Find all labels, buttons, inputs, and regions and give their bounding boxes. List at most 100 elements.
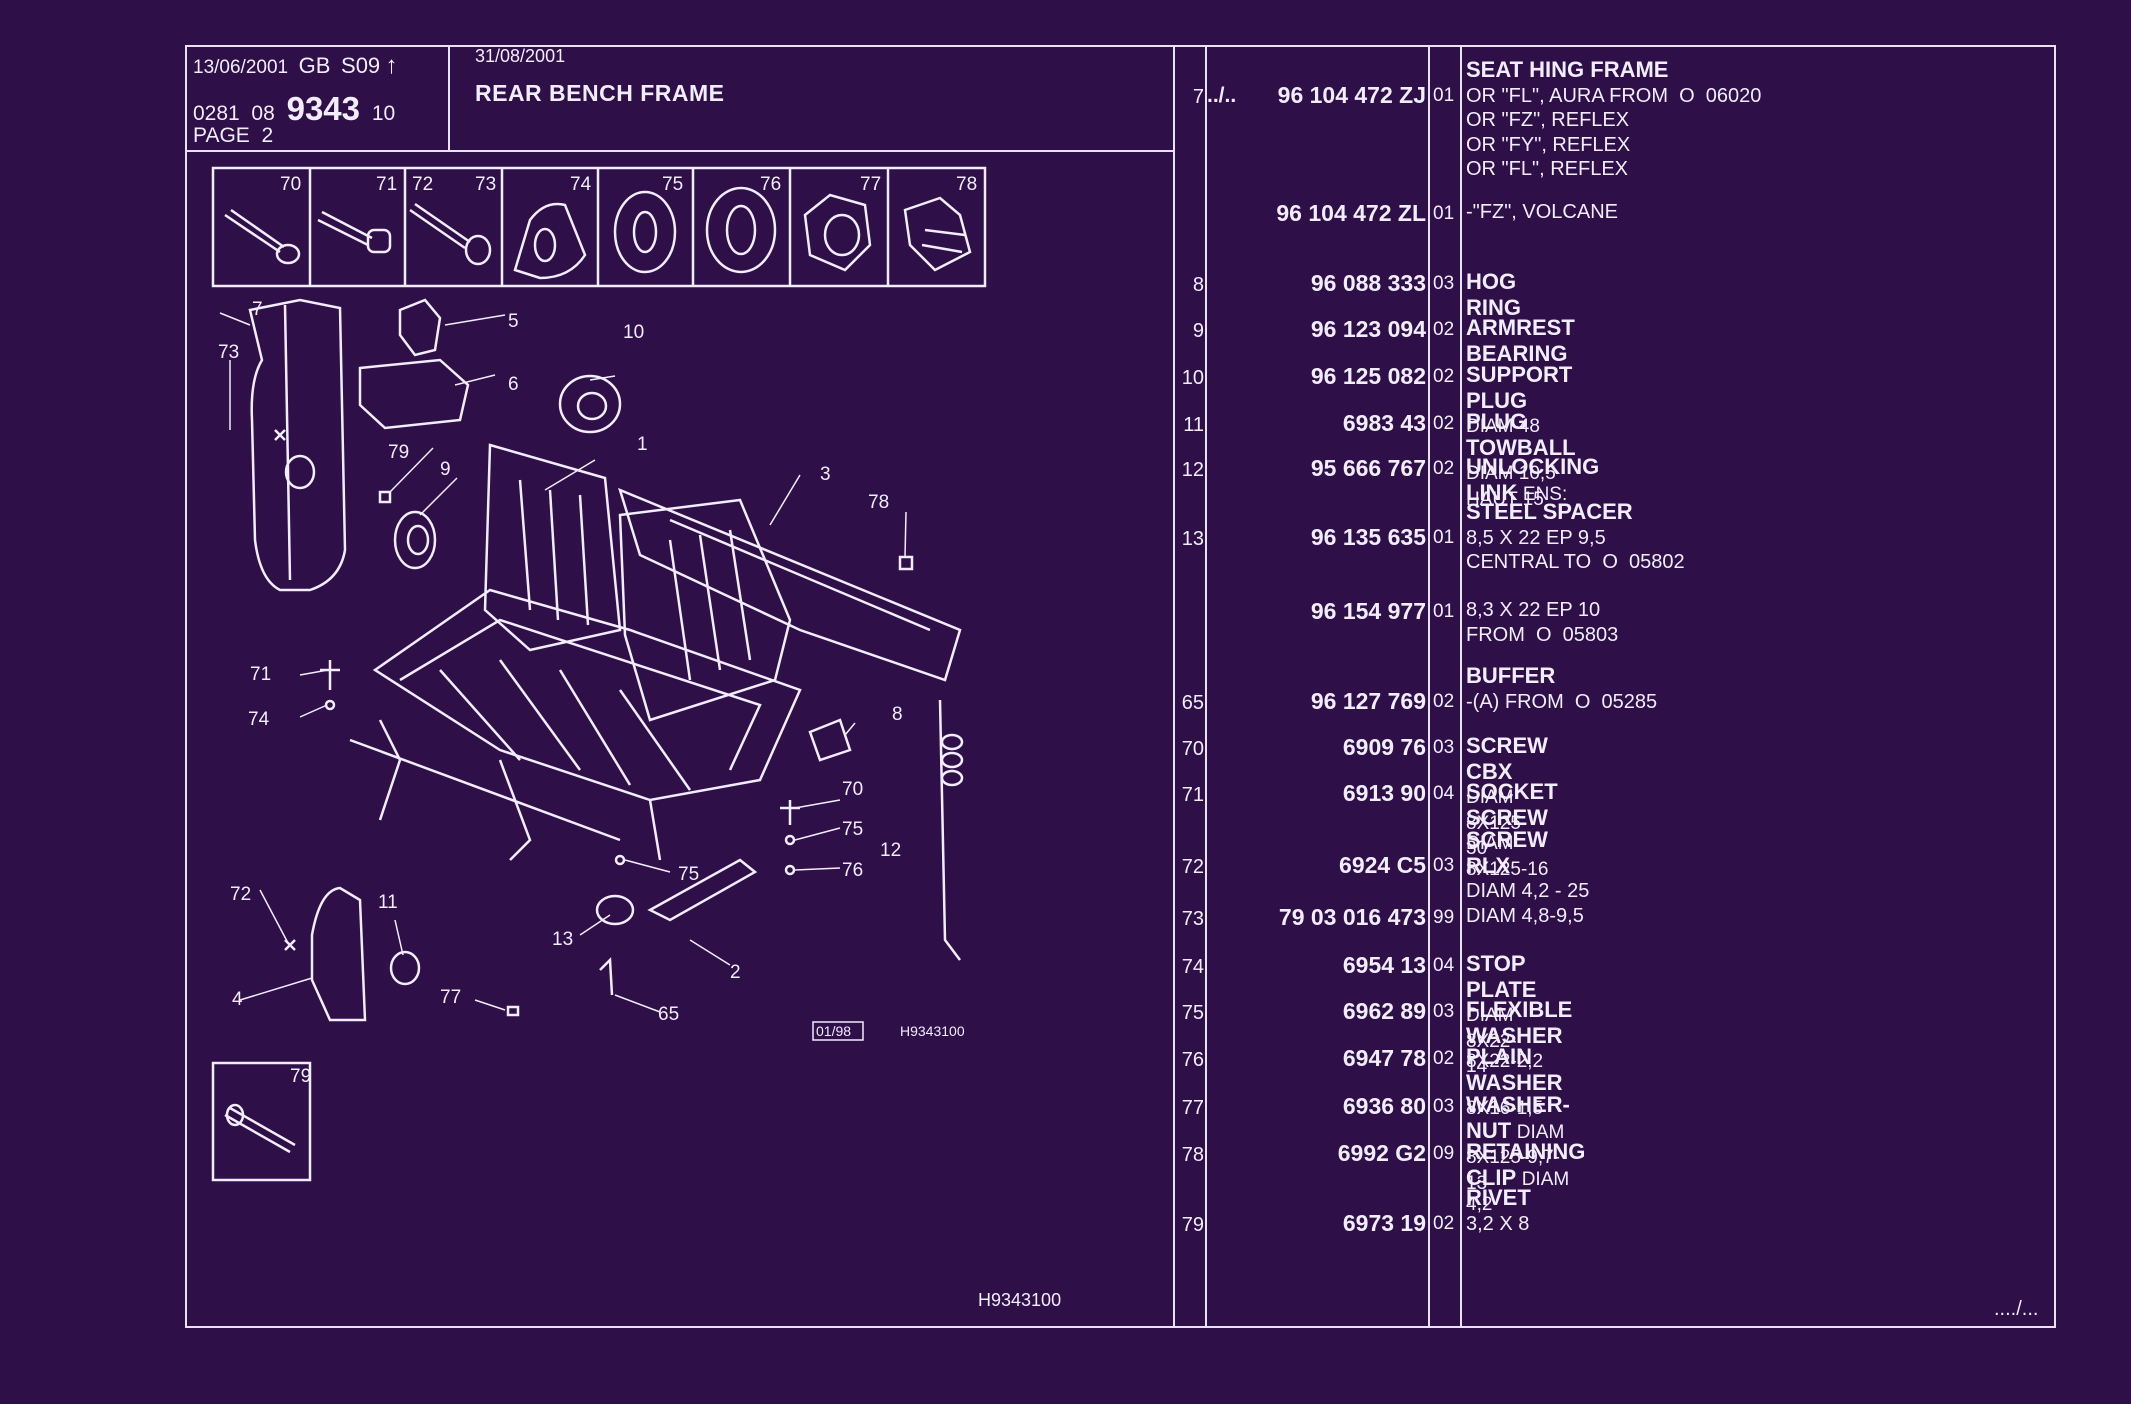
svg-text:65: 65 xyxy=(658,1004,679,1025)
part-name-line: SOCKET SCREW DIAM 8X125-16 xyxy=(1466,779,1558,882)
svg-text:6: 6 xyxy=(508,374,519,395)
clip-5 xyxy=(398,298,442,357)
part-name-line: SCREW RLX xyxy=(1466,827,1589,879)
item-number: 70 xyxy=(1181,738,1204,760)
svg-text:79: 79 xyxy=(290,1066,311,1087)
part-description: UNLOCKING LINK ENS: xyxy=(1466,454,1600,507)
washer-75-icon xyxy=(613,190,677,274)
svg-text:10: 10 xyxy=(623,322,644,343)
svg-text:74: 74 xyxy=(570,174,592,195)
part-detail: CENTRAL TO O 05802 xyxy=(1466,551,1685,573)
svg-text:5: 5 xyxy=(508,311,519,332)
part-description: -"FZ", VOLCANE xyxy=(1466,200,1618,225)
svg-text:75: 75 xyxy=(842,819,863,840)
part-description: PLUG TOWBALL DIAM 10,5 HAUT 15 xyxy=(1466,409,1576,512)
plug-11 xyxy=(389,950,421,986)
svg-text:78: 78 xyxy=(956,174,977,195)
part-description: DIAM 4,8-9,5 xyxy=(1466,904,1584,929)
part-reference: 6909 76 xyxy=(1342,734,1426,760)
part-name: UNLOCKING LINK xyxy=(1466,454,1600,505)
screw-70-icon xyxy=(224,208,301,265)
up-arrow-icon: ↑ xyxy=(385,52,398,79)
part-reference: 6973 19 xyxy=(1342,1210,1426,1236)
part-spec: DIAM 8X125-16 xyxy=(1466,833,1549,880)
part-detail: 8,3 X 22 EP 10 xyxy=(1466,599,1601,621)
quantity: 03 xyxy=(1433,273,1455,294)
inset-date: 01/98 xyxy=(816,1023,851,1039)
svg-text:72: 72 xyxy=(230,884,251,905)
page-frame xyxy=(185,45,2056,1328)
item-number: 11 xyxy=(1183,414,1204,436)
quantity: 01 xyxy=(1433,203,1455,224)
part-name: STOP PLATE xyxy=(1466,951,1537,1002)
hog-ring-8 xyxy=(808,718,852,762)
quantity: 02 xyxy=(1433,366,1455,387)
part-spec: DIAM 8X125-9,7-13 xyxy=(1466,1121,1565,1194)
item-number: 8 xyxy=(1192,274,1204,296)
svg-text:77: 77 xyxy=(860,174,881,195)
seat-frame-1 xyxy=(349,443,802,861)
part-spec: DIAM 48 xyxy=(1466,416,1540,437)
quantity: 03 xyxy=(1433,1001,1455,1022)
part-name-line: BUFFER xyxy=(1466,663,1657,690)
screw-73-icon xyxy=(409,202,492,266)
svg-text:11: 11 xyxy=(378,892,398,913)
part-name: SOCKET SCREW xyxy=(1466,779,1558,830)
part-name: SCREW RLX xyxy=(1466,827,1548,878)
small-parts-strip xyxy=(211,166,987,288)
part-spec: DIAM 8X125-30 xyxy=(1466,787,1528,859)
part-reference: 96 127 769 xyxy=(1310,688,1426,714)
part-name: ARMREST BEARING xyxy=(1466,315,1575,366)
part-name: WASHER-NUT xyxy=(1466,1092,1570,1143)
part-detail: DIAM 4,8-9,5 xyxy=(1466,905,1584,927)
svg-text:75: 75 xyxy=(662,174,683,195)
svg-text:4: 4 xyxy=(232,989,243,1010)
part-name: BUFFER xyxy=(1466,663,1556,688)
quantity: 04 xyxy=(1433,783,1455,804)
svg-text:72: 72 xyxy=(412,174,433,195)
part-description: BUFFER-(A) FROM O 05285 xyxy=(1466,663,1657,714)
part-reference: 6992 G2 xyxy=(1337,1140,1426,1166)
clip-78-icon xyxy=(903,196,972,272)
svg-text:75: 75 xyxy=(678,864,699,885)
part-description: HOG RING xyxy=(1466,269,1521,321)
item-number: 72 xyxy=(1181,856,1204,878)
part-spec: 8X16-1,5 xyxy=(1466,1098,1544,1119)
part-name-line: WASHER-NUT DIAM 8X125-9,7-13 xyxy=(1466,1092,1570,1196)
part-spec: DIAM 8X22-14 xyxy=(1466,1005,1517,1077)
item-number: 76 xyxy=(1181,1049,1204,1071)
quantity: 03 xyxy=(1433,855,1455,876)
washer-74-icon xyxy=(513,202,587,280)
part-description: FLEXIBLE WASHER 8X22-2,2 xyxy=(1466,997,1572,1075)
code-prefix: 0281 08 xyxy=(193,102,275,125)
svg-text:76: 76 xyxy=(760,174,781,195)
plate-number: 9343 xyxy=(286,90,361,127)
figure-reference: H9343100 xyxy=(978,1290,1062,1310)
quantity: 02 xyxy=(1433,319,1455,340)
part-description: STOP PLATE DIAM 8X22-14 xyxy=(1466,951,1537,1080)
continued-marker: ..../... xyxy=(1994,1298,2039,1320)
part-detail: OR "FY", REFLEX xyxy=(1466,133,1631,156)
svg-text:73: 73 xyxy=(218,342,239,363)
part-reference: 6947 78 xyxy=(1342,1045,1426,1071)
part-detail: -"FZ", VOLCANE xyxy=(1466,201,1618,223)
part-description: SOCKET SCREW DIAM 8X125-16 xyxy=(1466,779,1558,882)
quantity: 03 xyxy=(1433,1096,1455,1117)
spacer-13 xyxy=(595,894,635,926)
part-spec: 8X22-2,2 xyxy=(1466,1051,1544,1072)
quantity: 02 xyxy=(1433,1048,1455,1069)
rivet-79-box xyxy=(211,1061,312,1182)
part-name-line: STEEL SPACER xyxy=(1466,499,1685,526)
part-name-line: SCREW CBX DIAM 8X125-30 xyxy=(1466,733,1548,862)
svg-text:78: 78 xyxy=(868,492,889,513)
part-name: HOG RING xyxy=(1466,269,1521,320)
divider xyxy=(1428,45,1430,1328)
part-detail: DIAM 4,2 - 25 xyxy=(1466,880,1590,902)
part-name: RETAINING CLIP xyxy=(1466,1139,1586,1190)
svg-text:2: 2 xyxy=(730,962,741,983)
part-description: SCREW CBX DIAM 8X125-30 xyxy=(1466,733,1548,862)
quantity: 99 xyxy=(1433,907,1455,928)
